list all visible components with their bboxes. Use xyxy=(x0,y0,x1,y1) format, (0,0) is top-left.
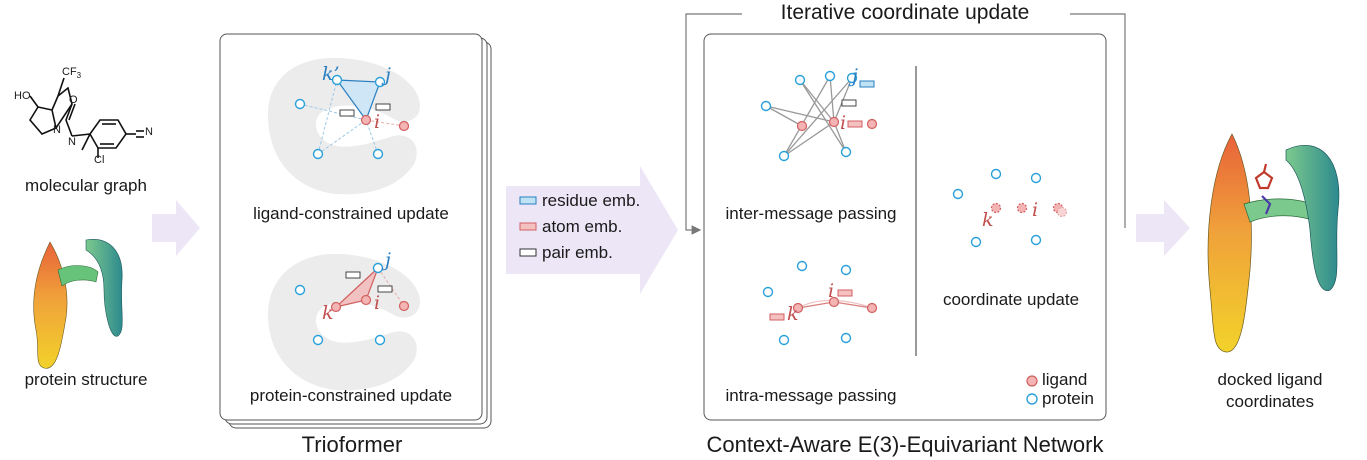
inter-var-j: j xyxy=(852,65,858,87)
mol-atom-cf3: CF3 xyxy=(62,66,81,80)
mol-atom-o: O xyxy=(69,94,78,106)
ligand-constrained-graph xyxy=(294,74,410,160)
protein-constrained-graph xyxy=(294,262,410,346)
flow-arrow-1 xyxy=(152,200,200,256)
intra-var-i: i xyxy=(828,280,835,302)
trioformer-title: Trioformer xyxy=(301,432,403,457)
inter-message-caption: inter-message passing xyxy=(725,204,897,223)
mol-atom-n1: N xyxy=(53,124,61,136)
legend-atom-emb: atom emb. xyxy=(542,217,623,236)
intra-message-graph xyxy=(762,260,878,346)
legend-ligand: ligand xyxy=(1042,370,1088,389)
top-var-k: k’ xyxy=(322,63,340,85)
mol-atom-n2: N xyxy=(68,136,76,148)
bottom-var-k: k xyxy=(322,302,334,324)
embedding-legend-icons xyxy=(519,196,537,257)
top-var-j: j xyxy=(385,64,391,86)
mol-atom-cl: Cl xyxy=(94,154,105,166)
intra-var-k: k xyxy=(787,303,799,325)
coordinate-update-caption: coordinate update xyxy=(942,290,1080,309)
intra-message-caption: intra-message passing xyxy=(725,386,897,405)
protein-structure-label: protein structure xyxy=(24,370,148,389)
coord-var-k: k xyxy=(982,209,994,231)
protein-ribbon-small xyxy=(33,239,123,369)
flow-arrow-2 xyxy=(506,166,678,294)
bottom-var-j: j xyxy=(385,249,391,271)
inter-var-i: i xyxy=(840,112,847,134)
legend-pair-emb: pair emb. xyxy=(542,243,613,262)
protein-constrained-caption: protein-constrained update xyxy=(249,386,453,405)
ligand-constrained-caption: ligand-constrained update xyxy=(253,204,449,223)
mol-atom-n3: N xyxy=(145,126,153,138)
flow-arrow-3 xyxy=(1136,200,1190,256)
mol-atom-ho: HO xyxy=(14,90,31,102)
network-title: Context-Aware E(3)-Equivariant Network xyxy=(706,432,1104,457)
top-var-i: i xyxy=(374,111,381,133)
network-panel xyxy=(703,33,1107,421)
output-label-line2: coordinates xyxy=(1226,392,1314,411)
molecular-graph-label: molecular graph xyxy=(25,176,147,195)
bottom-var-i: i xyxy=(374,292,381,314)
output-label-line1: docked ligand xyxy=(1217,370,1323,389)
loop-label: Iterative coordinate update xyxy=(780,1,1030,24)
legend-residue-emb: residue emb. xyxy=(542,191,641,210)
node-legend-icons xyxy=(1026,375,1038,405)
mol-atom-cf3-main: CF xyxy=(62,66,77,78)
molecule-drawing xyxy=(29,77,144,158)
inter-message-graph xyxy=(760,70,878,162)
mol-atom-cf3-sub: 3 xyxy=(76,71,82,81)
coordinate-update-graph xyxy=(952,168,1067,248)
iteration-loop xyxy=(685,13,1126,230)
coord-var-i: i xyxy=(1032,199,1039,221)
docked-protein-ribbon xyxy=(1207,133,1340,353)
legend-protein: protein xyxy=(1042,389,1094,408)
